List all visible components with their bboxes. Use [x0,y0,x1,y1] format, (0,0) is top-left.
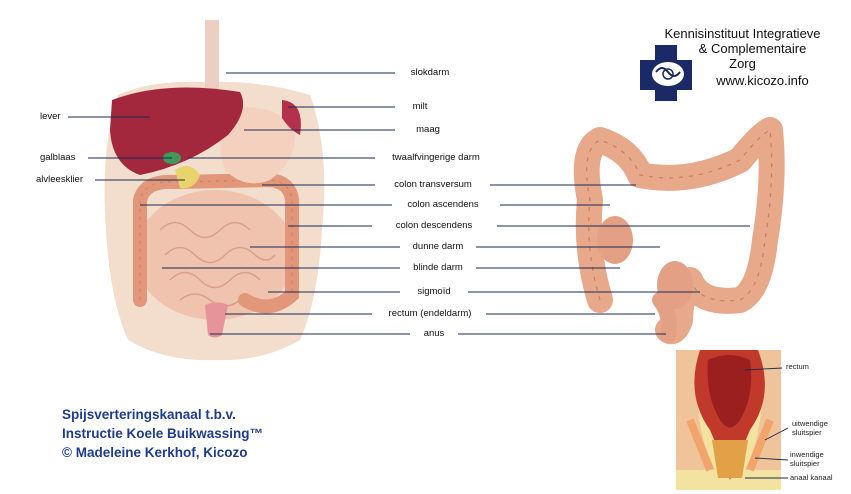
organization-website: www.kicozo.info [640,74,851,88]
label-colon-descendens: colon descendens [396,220,473,231]
label-anus: anus [424,328,445,339]
label-colon-ascendens: colon ascendens [407,199,478,210]
torso-illustration [105,20,325,360]
label-blinde-darm: blinde darm [413,262,463,273]
organization-name-line3: Zorg [640,57,845,71]
label-maag: maag [416,124,440,135]
inset-label-inwendige-sluitspier: sluitspier [790,460,820,468]
label-rectum-endeldarm: rectum (endeldarm) [389,308,472,319]
credit-line2: Instructie Koele Buikwassing™ [62,424,263,443]
label-dunne-darm: dunne darm [413,241,464,252]
label-galblaas: galblaas [40,152,75,163]
colon-illustration [587,130,772,335]
label-slokdarm: slokdarm [411,67,450,78]
inset-label-anaal-kanaal: anaal kanaal [790,474,833,482]
organization-name-line1: Kennisinstituut Integratieve [640,27,845,41]
inset-label-inwendige: inwendige [790,451,824,459]
organization-name-line2: & Complementaire [640,42,845,56]
label-colon-transversum: colon transversum [394,179,472,190]
label-lever: lever [40,111,61,122]
label-sigmoid: sigmoïd [417,286,450,297]
credit-block: Spijsverteringskanaal t.b.v. Instructie … [62,405,263,462]
credit-line1: Spijsverteringskanaal t.b.v. [62,405,263,424]
label-twaalfvingerige-darm: twaalfvingerige darm [392,152,480,163]
inset-label-uitwendige-sluitspier: sluitspier [792,429,822,437]
credit-line3: © Madeleine Kerkhof, Kicozo [62,443,263,462]
label-alvleesklier: alvleesklier [36,174,83,185]
anal-canal-inset [676,350,781,490]
inset-label-rectum: rectum [786,363,809,371]
label-milt: milt [413,101,428,112]
inset-label-uitwendige: uitwendige [792,420,828,428]
